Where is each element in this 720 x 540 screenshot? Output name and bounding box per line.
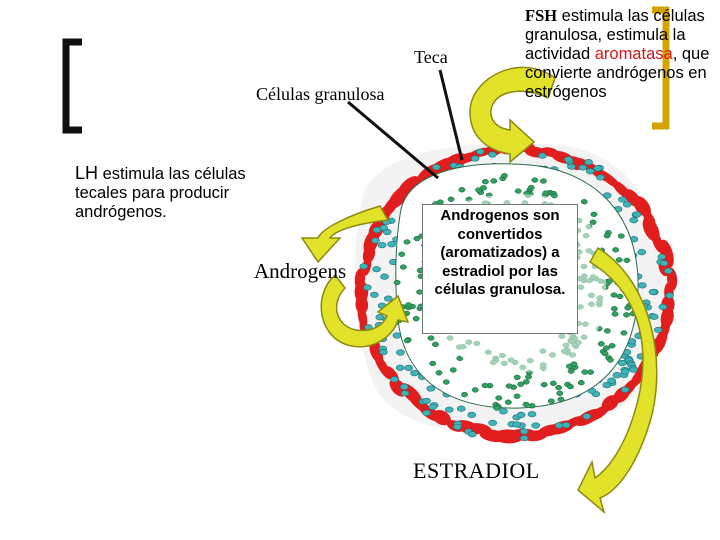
estradiol-label: ESTRADIOL bbox=[413, 458, 540, 483]
androgens-label: Androgens bbox=[254, 259, 347, 283]
fsh-text-part1: estimula las células granulosa, estimula… bbox=[525, 7, 705, 63]
aromatization-note-box: Androgenos son convertidos (aromatizados… bbox=[422, 204, 578, 334]
fsh-curved-arrow bbox=[469, 66, 556, 164]
celulas-granulosa-label: Células granulosa bbox=[256, 84, 385, 104]
estradiol-curved-arrow bbox=[577, 246, 658, 515]
right-bracket-decoration bbox=[652, 6, 670, 130]
granulosa-pointer-line bbox=[347, 100, 439, 180]
left-bracket-decoration bbox=[62, 38, 82, 134]
teca-label: Teca bbox=[414, 47, 448, 67]
lh-text: estimula las células tecales para produc… bbox=[75, 165, 246, 221]
lh-prefix: LH bbox=[75, 163, 99, 183]
lh-description: LH estimula las células tecales para pro… bbox=[75, 164, 280, 222]
fsh-description: FSH estimula las células granulosa, esti… bbox=[525, 6, 720, 102]
fsh-text-part2: , que convierte andrógenos en estrógenos bbox=[525, 45, 710, 101]
aromatasa-highlight: aromatasa bbox=[594, 45, 673, 63]
teca-pointer-line bbox=[438, 69, 464, 161]
androgens-curved-arrow bbox=[320, 273, 410, 348]
fsh-prefix: FSH bbox=[525, 6, 558, 25]
lh-curved-arrow bbox=[300, 205, 390, 264]
